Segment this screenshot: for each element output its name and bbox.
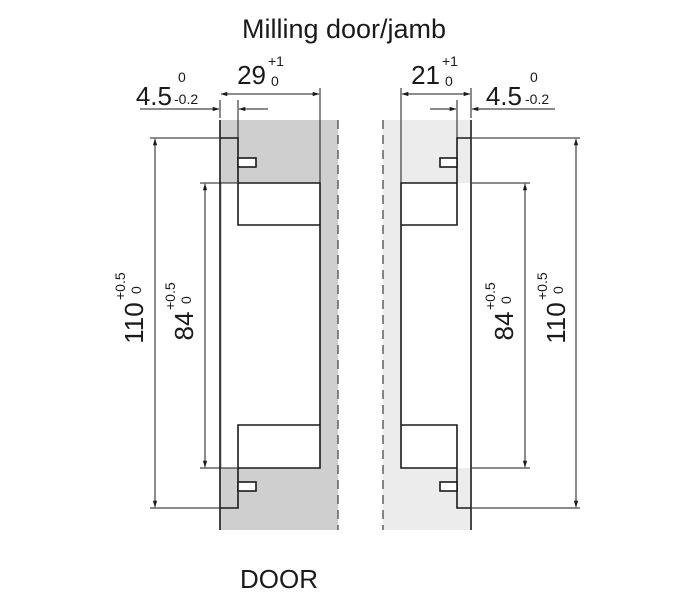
dim-right-inner-height-upper: +0.5 — [482, 282, 498, 310]
dim-jamb-depth-lower: 0 — [445, 73, 453, 89]
dim-right-outer-height-value: 110 — [541, 302, 571, 343]
door-section — [219, 120, 339, 530]
door-bottom-tab — [237, 481, 257, 492]
door-mortise — [238, 183, 320, 468]
dim-right-outer-height-upper: +0.5 — [534, 272, 550, 300]
jamb-face-plate-channel — [457, 183, 473, 468]
dim-right-offset-value: 4.5 — [486, 81, 522, 111]
dim-right-inner-height: 84 +0.5 0 — [472, 182, 530, 469]
dim-right-offset: 4.5 0 -0.2 — [430, 69, 555, 138]
jamb-section — [382, 120, 473, 530]
dim-right-inner-height-lower: 0 — [498, 296, 514, 304]
dim-right-inner-height-value: 84 — [489, 312, 519, 341]
dim-right-outer-height-lower: 0 — [550, 286, 566, 294]
dim-door-depth-value: 29 — [237, 60, 266, 90]
diagram-title: Milling door/jamb — [242, 14, 446, 44]
dim-right-offset-upper: 0 — [530, 69, 538, 85]
dim-jamb-depth: 21 +1 0 — [400, 53, 472, 183]
jamb-bottom-tab — [439, 481, 458, 492]
dim-door-depth-upper: +1 — [268, 53, 284, 69]
jamb-mortise-outline — [400, 120, 472, 530]
dim-left-offset: 4.5 0 -0.2 — [136, 69, 268, 138]
dim-left-inner-height-lower: 0 — [178, 296, 194, 304]
dim-left-outer-height-lower: 0 — [128, 286, 144, 294]
dim-left-inner-height-upper: +0.5 — [162, 282, 178, 310]
dim-left-outer-height: 110 +0.5 0 — [112, 137, 219, 509]
dim-left-inner-height-value: 84 — [169, 312, 199, 341]
jamb-top-tab — [439, 157, 458, 168]
dim-door-depth: 29 +1 0 — [220, 53, 321, 183]
dim-left-offset-upper: 0 — [178, 69, 186, 85]
dim-jamb-depth-upper: +1 — [442, 53, 458, 69]
jamb-mortise — [401, 183, 457, 468]
dim-jamb-depth-value: 21 — [411, 60, 440, 90]
dim-left-inner-height: 84 +0.5 0 — [162, 182, 237, 469]
dim-left-outer-height-upper: +0.5 — [112, 272, 128, 300]
door-mortise-outline — [219, 120, 321, 530]
dim-left-outer-height-value: 110 — [119, 302, 149, 343]
dim-right-offset-lower: -0.2 — [525, 91, 549, 107]
door-label: DOOR — [240, 564, 318, 594]
door-top-tab — [237, 157, 257, 168]
dim-right-outer-height: 110 +0.5 0 — [472, 137, 580, 509]
dim-door-depth-lower: 0 — [271, 73, 279, 89]
dim-left-offset-value: 4.5 — [136, 81, 172, 111]
door-face-plate-channel — [222, 183, 238, 468]
dim-left-offset-lower: -0.2 — [174, 91, 198, 107]
